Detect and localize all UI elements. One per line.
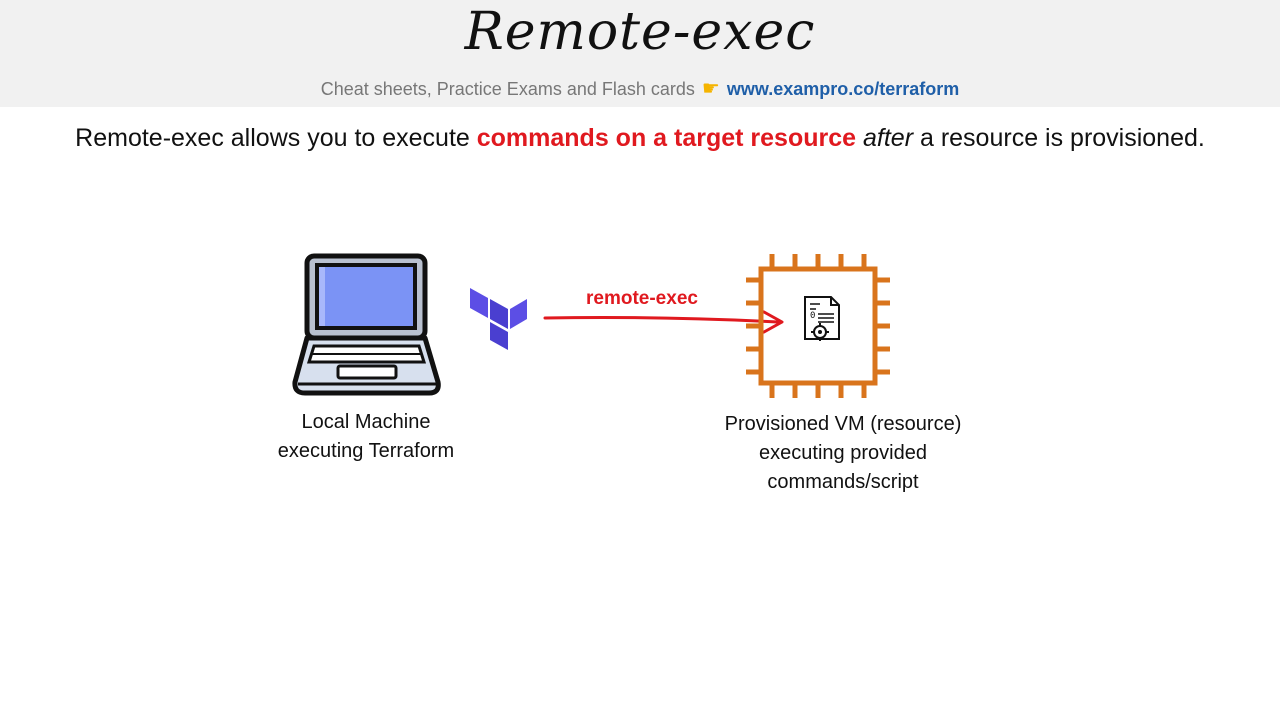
header-bar: Remote-exec Cheat sheets, Practice Exams… — [0, 0, 1280, 107]
tagline-text: Cheat sheets, Practice Exams and Flash c… — [320, 79, 695, 99]
cpu-chip-icon: 0 — [746, 254, 890, 398]
local-machine-caption: Local Machine executing Terraform — [246, 408, 486, 466]
vm-caption-line-2: executing provided — [759, 442, 927, 464]
intro-after: a resource is provisioned. — [913, 124, 1205, 152]
tagline-link[interactable]: www.exampro.co/terraform — [726, 79, 960, 99]
local-caption-line-1: Local Machine — [301, 411, 431, 433]
intro-emphasis: after — [863, 124, 914, 152]
tagline: Cheat sheets, Practice Exams and Flash c… — [0, 76, 1280, 101]
arrow-label: remote-exec — [586, 288, 698, 309]
vm-caption: Provisioned VM (resource) executing prov… — [693, 410, 993, 497]
page-title: Remote-exec — [464, 2, 816, 62]
script-document-icon: 0 — [804, 296, 840, 341]
pointing-hand-icon: ☛ — [701, 78, 720, 100]
svg-text:0: 0 — [810, 311, 815, 321]
local-caption-line-2: executing Terraform — [277, 440, 455, 462]
terraform-logo-icon — [470, 288, 527, 350]
intro-between — [856, 124, 863, 152]
laptop-icon — [292, 253, 441, 396]
vm-caption-line-3: commands/script — [767, 471, 919, 493]
intro-sentence: Remote-exec allows you to execute comman… — [0, 124, 1280, 153]
vm-caption-line-1: Provisioned VM (resource) — [724, 413, 962, 435]
remote-exec-arrow — [543, 310, 784, 334]
intro-before: Remote-exec allows you to execute — [75, 124, 477, 152]
intro-highlight: commands on a target resource — [476, 124, 857, 152]
